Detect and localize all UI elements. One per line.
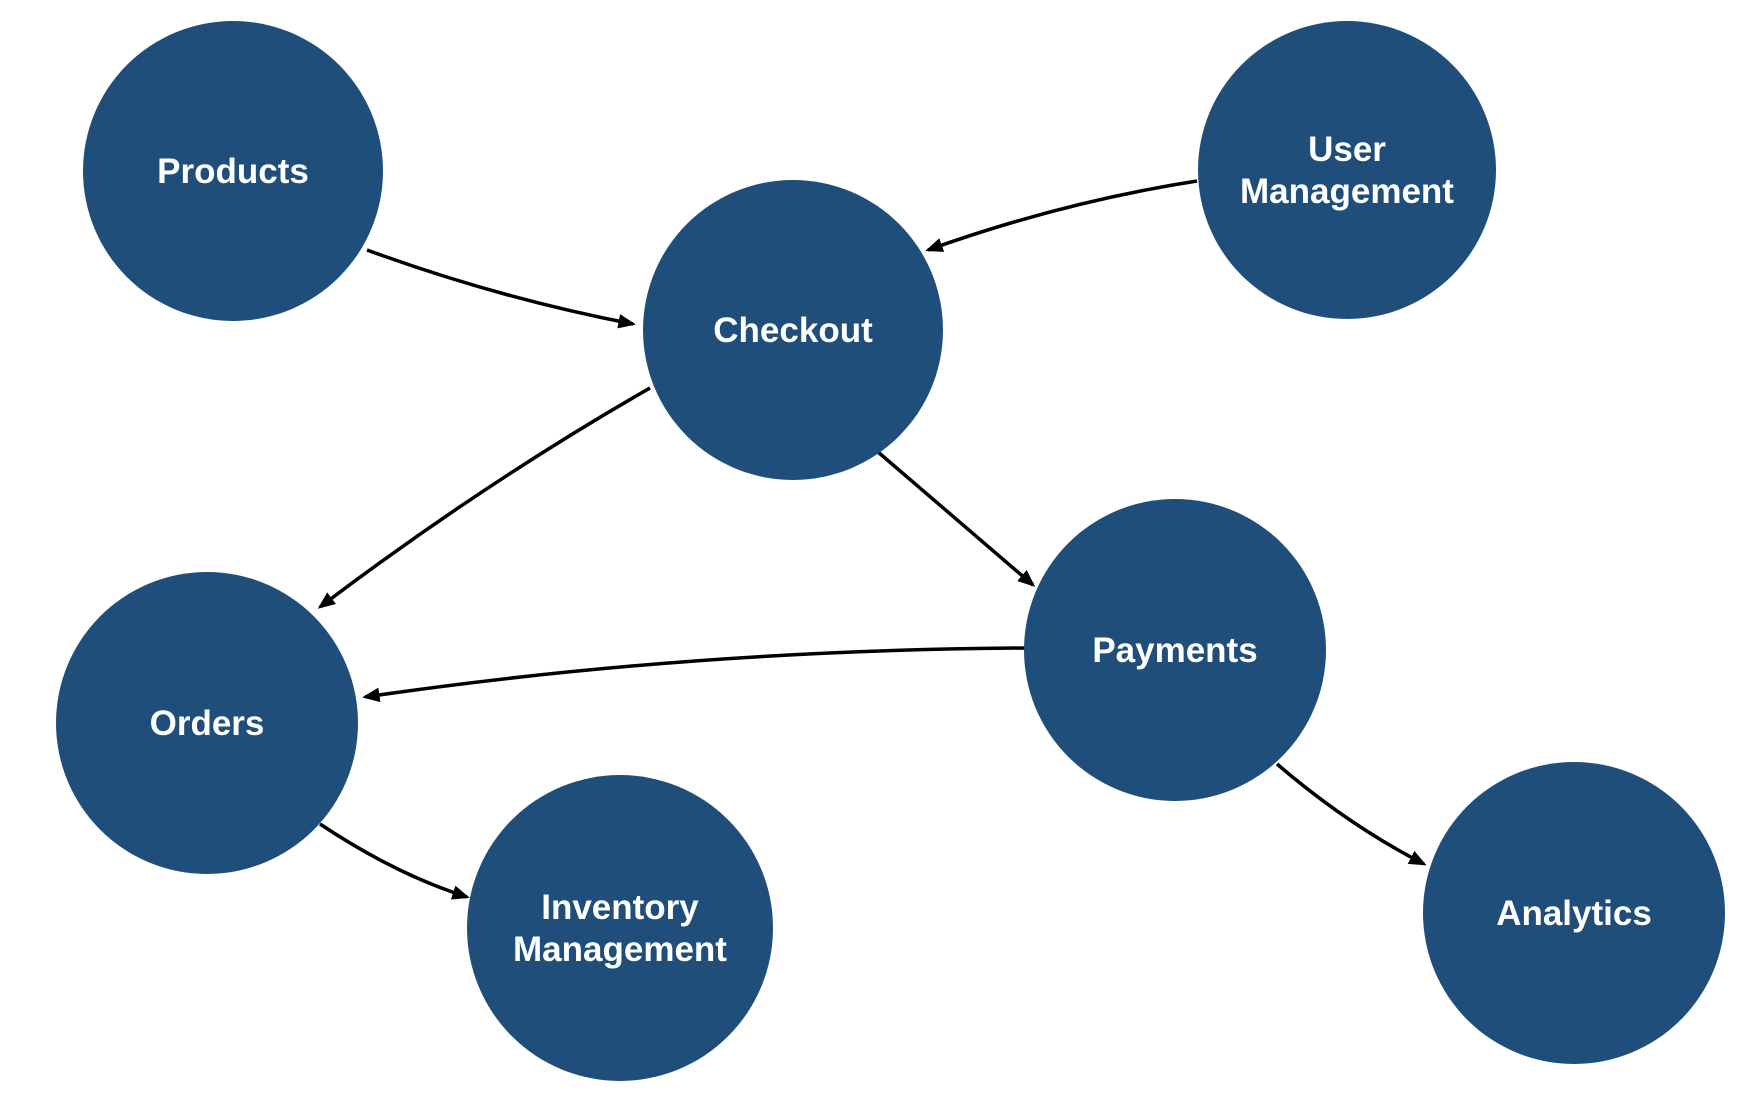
edge-orders-inventory-management (319, 822, 470, 900)
edge-products-checkout (366, 248, 636, 329)
edge-payments-orders (362, 646, 1027, 703)
node-orders[interactable]: Orders (56, 572, 358, 874)
edges-layer (317, 179, 1427, 900)
node-circle (83, 21, 383, 321)
edge-checkout-payments (876, 450, 1036, 587)
node-checkout[interactable]: Checkout (643, 180, 943, 480)
node-payments[interactable]: Payments (1024, 499, 1326, 801)
edge-checkout-orders (317, 386, 651, 609)
edge-user-management-checkout (925, 179, 1198, 252)
edge-payments-analytics (1275, 762, 1427, 866)
node-circle (56, 572, 358, 874)
node-analytics[interactable]: Analytics (1423, 762, 1725, 1064)
node-circle (643, 180, 943, 480)
node-circle (1024, 499, 1326, 801)
node-circle (467, 775, 773, 1081)
node-products[interactable]: Products (83, 21, 383, 321)
node-circle (1198, 21, 1496, 319)
node-circle (1423, 762, 1725, 1064)
